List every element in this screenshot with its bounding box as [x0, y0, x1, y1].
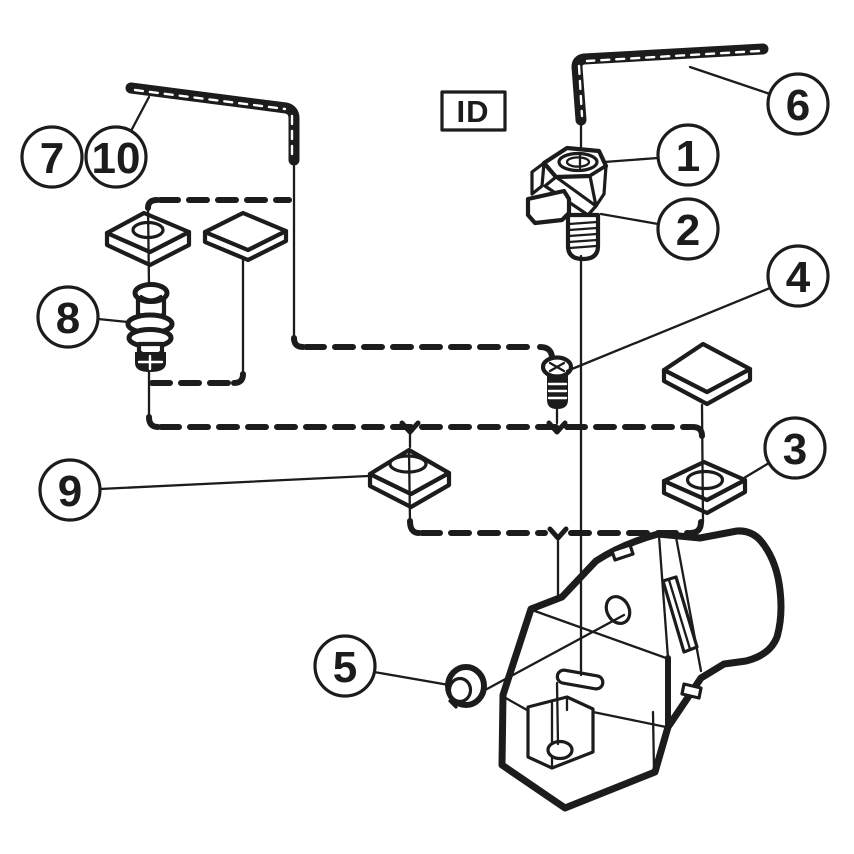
part-4-shim-screw	[540, 355, 574, 409]
callout-3: 3	[763, 416, 827, 480]
insert-pocket	[526, 695, 595, 770]
dashed-corner	[537, 344, 555, 360]
callout-9: 9	[38, 458, 102, 522]
part-shim-left	[202, 210, 289, 263]
clamp-wedge	[543, 175, 598, 217]
id-badge: ID	[440, 90, 507, 132]
hex-key-right	[571, 43, 769, 126]
part-shim-right	[661, 341, 753, 407]
id-label: ID	[457, 94, 490, 129]
callout-10-label: 10	[92, 134, 141, 183]
callout-5-label: 5	[333, 643, 357, 692]
pocket-screw-hole	[546, 739, 574, 761]
clamp-nose	[525, 188, 572, 226]
callout-8: 8	[36, 285, 100, 349]
callout-7: 7	[20, 125, 84, 189]
screw-socket	[447, 676, 473, 704]
callout-2-label: 2	[676, 206, 700, 255]
callout-3-label: 3	[783, 425, 807, 474]
tool-holder-body	[498, 527, 785, 812]
callout-7-label: 7	[40, 134, 64, 183]
body-hole	[604, 595, 632, 625]
callout-1-label: 1	[676, 132, 700, 181]
junction-fork	[547, 526, 569, 541]
dashed-corner	[407, 518, 422, 536]
callout-1: 1	[656, 123, 720, 187]
dashed-corner	[145, 197, 160, 211]
dashed-corner	[231, 371, 246, 386]
callout-6: 6	[766, 72, 830, 136]
callout-8-label: 8	[56, 294, 80, 343]
part-6-hex-key	[571, 43, 769, 126]
junction-fork	[546, 420, 568, 435]
id-box	[440, 90, 507, 132]
part-2-clamp-screw	[565, 212, 601, 262]
hex-key-left	[125, 82, 300, 166]
part-1-clamp	[525, 145, 609, 226]
dashed-corner	[146, 414, 161, 430]
leader-lines	[96, 65, 772, 687]
top-notch	[610, 543, 635, 562]
callout-9-label: 9	[58, 467, 82, 516]
callout-5: 5	[313, 634, 377, 698]
callouts: 7 10 6 1 2 4 3 8	[20, 72, 830, 698]
part-5-screw	[445, 664, 487, 709]
part-8-plug-screw	[125, 282, 175, 372]
callout-10: 10	[84, 125, 148, 189]
axis-lines	[146, 122, 705, 524]
callout-4-label: 4	[786, 253, 811, 302]
body-outline	[498, 527, 785, 812]
part-7-10-hex-key	[125, 82, 300, 166]
axis-lines-over-body	[485, 254, 626, 746]
callout-4: 4	[766, 244, 830, 308]
screw-5-axis	[485, 613, 626, 691]
dashed-corner	[291, 335, 306, 350]
insert-hole	[685, 469, 725, 491]
dashed-corner	[690, 424, 705, 439]
side-notch	[680, 682, 703, 700]
part-3-insert	[661, 459, 748, 516]
callout-2: 2	[656, 197, 720, 261]
callout-6-label: 6	[786, 81, 810, 130]
dashed-corner	[687, 519, 704, 536]
